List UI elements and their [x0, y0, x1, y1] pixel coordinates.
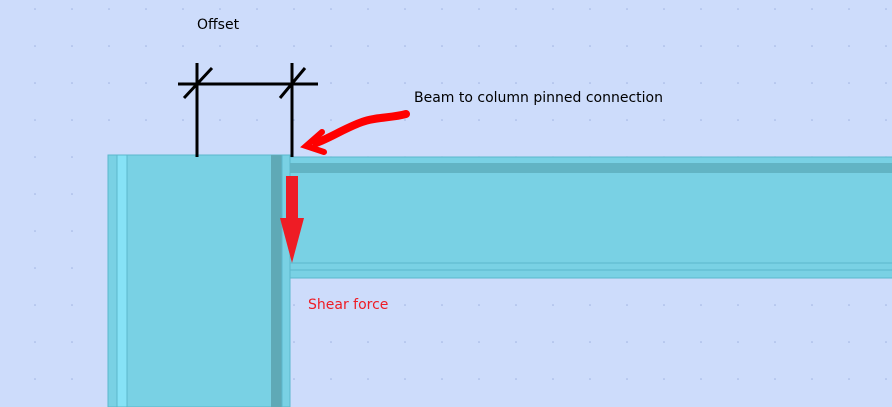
- offset-label: Offset: [197, 17, 240, 33]
- pointer-arrow-icon: [300, 110, 410, 155]
- shear-force-arrow-icon: [280, 176, 304, 263]
- offset-dimension: [178, 63, 318, 157]
- shear-force-label: Shear force: [308, 297, 389, 313]
- beam: [289, 156, 892, 279]
- column: [107, 154, 291, 407]
- connection-label: Beam to column pinned connection: [414, 90, 663, 106]
